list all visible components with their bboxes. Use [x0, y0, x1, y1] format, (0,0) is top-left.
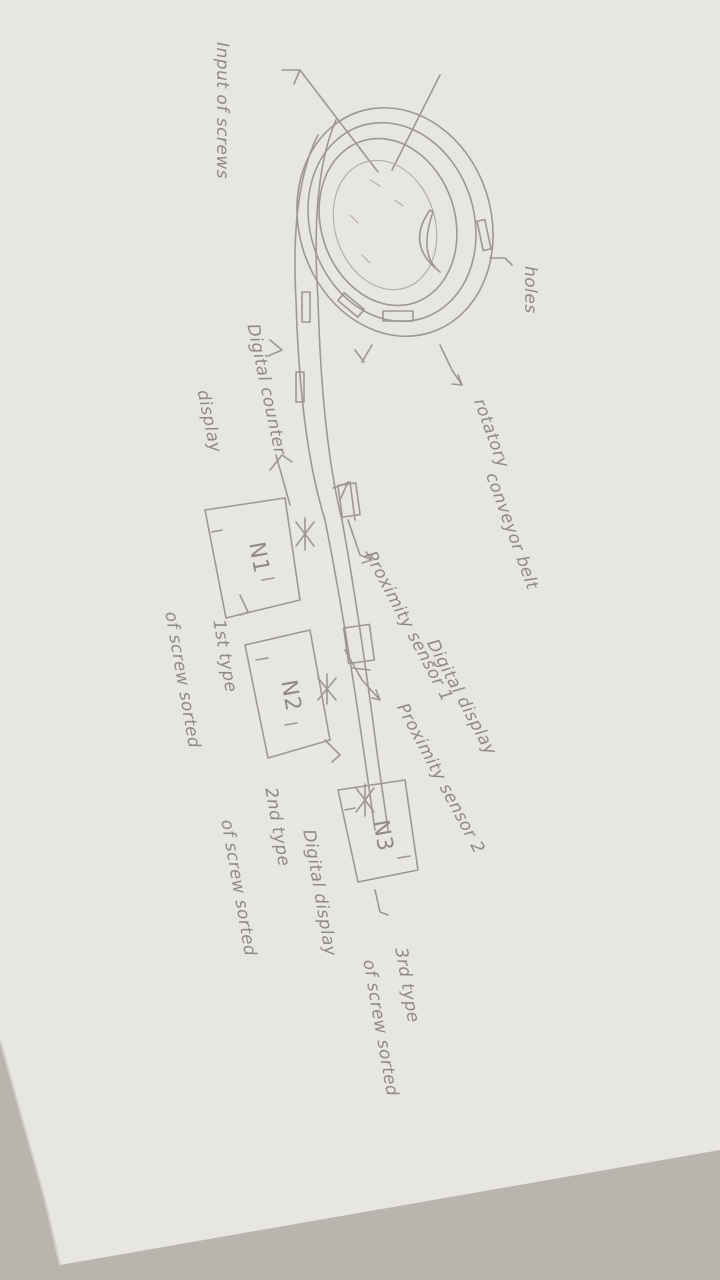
conveyor-belt	[267, 119, 389, 831]
sensor-star-3	[355, 783, 375, 817]
label-holes: holes	[520, 266, 540, 314]
sensor-star-1	[295, 517, 315, 551]
label-n1: N1	[243, 540, 274, 576]
rotatory-hopper	[296, 106, 494, 338]
bin-n3	[337, 779, 419, 883]
bin-n2	[244, 629, 331, 759]
sensor-star-2	[317, 673, 337, 705]
label-n2: N2	[275, 678, 306, 714]
display-box-2	[342, 623, 376, 665]
display-box-1	[337, 482, 361, 518]
label-input-screws: Input of screws	[212, 42, 232, 180]
paper-edge	[0, 1039, 61, 1266]
bin-n1	[204, 497, 301, 619]
label-n3: N3	[367, 818, 398, 854]
